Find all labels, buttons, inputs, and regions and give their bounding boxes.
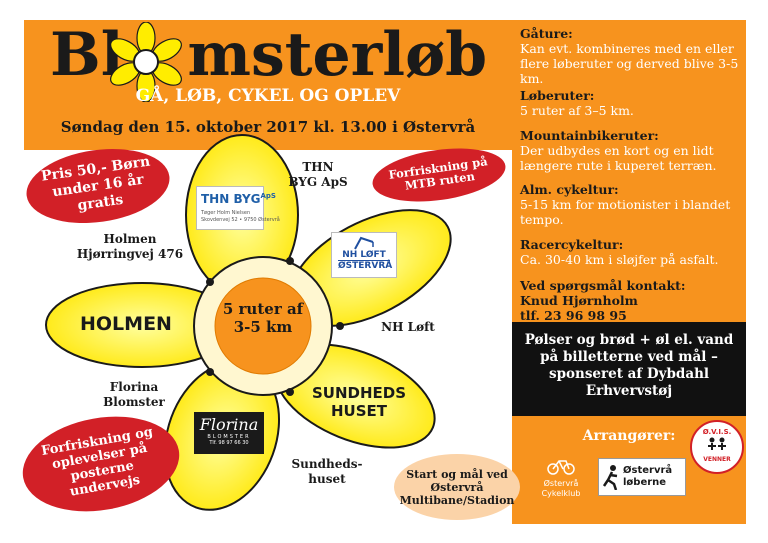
- station-dot: [206, 278, 214, 286]
- info-answer: 5 ruter af 3–5 km.: [520, 103, 634, 118]
- info-question: Løberuter:: [520, 88, 595, 103]
- info-answer: 5-15 km for motionister i blandet tempo.: [520, 197, 731, 227]
- contact-name: Knud Hjørnholm: [520, 293, 638, 308]
- holmen-petal-label: HOLMEN: [80, 313, 172, 335]
- runner-icon: [602, 465, 618, 490]
- thn-logo-sub: Tøger Holm Nielsen: [201, 210, 251, 216]
- info-answer: Ca. 30-40 km i sløjfer på asfalt.: [520, 252, 719, 267]
- info-walk: Gåture:Kan evt. kombineres med en eller …: [520, 26, 742, 86]
- sponsor-text: Pølser og brød + øl el. vand på billette…: [524, 332, 734, 399]
- info-question: Alm. cykeltur:: [520, 182, 619, 197]
- ovis-venner-logo: Ø.V.I.S. VENNER: [690, 420, 744, 474]
- info-mtb: Mountainbikeruter:Der udbydes en kort og…: [520, 128, 742, 173]
- sponsor-band: [512, 322, 746, 416]
- daisy-icon: [110, 22, 182, 102]
- people-icon: [708, 437, 726, 450]
- arrangers-label: Arrangører:: [582, 428, 676, 444]
- info-question: Racercykeltur:: [520, 237, 624, 252]
- thn-logo-sub2: Skovdenvej 52 • 9750 Østervrå: [201, 217, 280, 223]
- info-question: Gåture:: [520, 26, 573, 41]
- info-answer: Kan evt. kombineres med en eller flere l…: [520, 41, 739, 86]
- station-label-nh: NH Løft: [381, 320, 435, 334]
- info-panel: [512, 20, 746, 322]
- station-label-holmen: Holmen Hjørringvej 476: [76, 232, 184, 261]
- runners-logo-line2: løberne: [623, 477, 667, 488]
- contact-question: Ved spørgsmål kontakt:: [520, 278, 686, 293]
- huset-line: HUSET: [330, 402, 387, 420]
- info-question: Mountainbikeruter:: [520, 128, 659, 143]
- info-cycling: Alm. cykeltur:5-15 km for motionister i …: [520, 182, 742, 227]
- cycling-club-logo: Østervrå Cykelklub: [530, 456, 592, 500]
- event-date: Søndag den 15. oktober 2017 kl. 13.00 i …: [60, 118, 476, 136]
- sundheds-line: SUNDHEDS: [312, 384, 407, 402]
- ovis-logo-bottom: VENNER: [703, 456, 731, 463]
- event-subtitle: GÅ, LØB, CYKEL OG OPLEV: [135, 86, 401, 106]
- flower-center: [214, 277, 312, 375]
- runners-logo-line1: Østervrå: [623, 465, 673, 476]
- florina-logo: Florina BLOMSTER Tlf. 98 97 66 30: [194, 412, 264, 454]
- station-label-sundhedshuset: Sundheds- huset: [291, 457, 363, 486]
- header-panel: [24, 20, 512, 150]
- nh-loft-logo: NH LØFT ØSTERVRÅ: [331, 232, 397, 278]
- station-dot: [286, 388, 294, 396]
- nh-logo-text: NH LØFT: [342, 250, 386, 260]
- station-dot: [206, 368, 214, 376]
- bicycle-icon: [547, 460, 575, 475]
- station-label-thn: THN BYG ApS: [288, 160, 348, 189]
- center-route-text: 5 ruter af 3-5 km: [222, 300, 304, 336]
- contact-phone: tlf. 23 96 98 95: [520, 308, 627, 323]
- info-answer: Der udbydes en kort og en lidt længere r…: [520, 143, 717, 173]
- station-dot: [336, 322, 344, 330]
- florina-logo-phone: Tlf. 98 97 66 30: [209, 440, 249, 446]
- info-running: Løberuter:5 ruter af 3–5 km.: [520, 88, 742, 118]
- cycling-club-logo-line2: Cykelklub: [541, 489, 581, 498]
- crane-icon: [354, 236, 374, 250]
- florina-logo-text: Florina: [199, 415, 259, 434]
- station-dot: [286, 257, 294, 265]
- station-label-florina: Florina Blomster: [103, 380, 165, 409]
- florina-logo-sub: BLOMSTER: [207, 434, 251, 440]
- ovis-logo-top: Ø.V.I.S.: [702, 428, 732, 436]
- nh-logo-sub: ØSTERVRÅ: [338, 260, 393, 271]
- cycling-club-logo-line1: Østervrå: [543, 479, 579, 488]
- thn-logo-text: THN BYGApS: [201, 192, 276, 206]
- start-finish-oval: Start og mål ved Østervrå Multibane/Stad…: [394, 454, 520, 520]
- sundhedshuset-petal-label: SUNDHEDS HUSET: [312, 384, 406, 420]
- runners-club-logo: Østervrå løberne: [598, 458, 686, 496]
- thn-byg-logo: THN BYGApS Tøger Holm Nielsen Skovdenvej…: [196, 186, 280, 230]
- info-racer: Racercykeltur:Ca. 30-40 km i sløjfer på …: [520, 237, 742, 267]
